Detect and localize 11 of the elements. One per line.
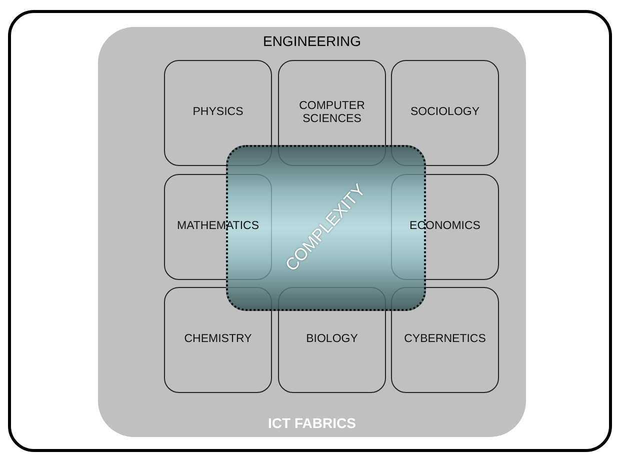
discipline-label: CYBERNETICS (404, 333, 486, 347)
discipline-label: MATHEMATICS (177, 220, 259, 234)
discipline-label: PHYSICS (192, 106, 244, 120)
discipline-label: SOCIOLOGY (410, 106, 480, 120)
discipline-label: COMPUTER SCIENCES (298, 100, 366, 126)
panel-heading: ENGINEERING (262, 33, 361, 49)
discipline-label: CHEMISTRY (184, 333, 252, 347)
engineering-panel (98, 27, 526, 437)
discipline-label: BIOLOGY (306, 333, 358, 347)
discipline-label: ECONOMICS (410, 220, 480, 234)
footer-label: ICT FABRICS (268, 415, 356, 431)
